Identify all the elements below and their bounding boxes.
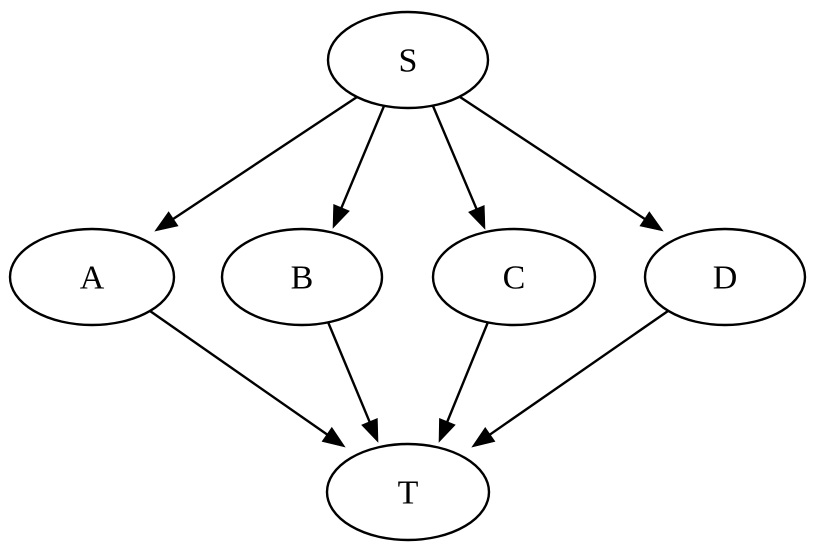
node-ellipse[interactable] [220, 227, 384, 327]
node-ellipse[interactable] [325, 442, 491, 542]
node-ellipse[interactable] [643, 227, 807, 327]
graph-node-b[interactable]: B [220, 227, 384, 327]
edge-s-to-d [459, 95, 664, 232]
node-ellipse[interactable] [8, 227, 176, 327]
node-label-c: C [503, 260, 526, 297]
nodes-layer: S A B C D T [8, 10, 807, 542]
edge-d-to-t [471, 310, 669, 448]
arrowhead-icon [468, 204, 486, 230]
edge-line [444, 321, 490, 427]
edge-line [431, 105, 480, 214]
edge-a-to-t [149, 310, 346, 448]
node-ellipse[interactable] [326, 10, 490, 110]
edge-line [149, 310, 332, 439]
node-ellipse[interactable] [431, 227, 597, 327]
edge-c-to-t [438, 321, 490, 443]
node-label-s: S [399, 43, 418, 80]
graph-node-s[interactable]: S [326, 10, 490, 110]
arrowhead-icon [639, 211, 664, 232]
edge-line [168, 96, 358, 223]
arrowhead-icon [471, 426, 496, 448]
arrowhead-icon [438, 417, 456, 443]
graph-node-d[interactable]: D [643, 227, 807, 327]
arrowhead-icon [361, 417, 379, 443]
edge-s-to-c [431, 105, 486, 230]
node-label-a: A [80, 260, 105, 297]
arrowhead-icon [154, 211, 179, 232]
graph-node-t[interactable]: T [325, 442, 491, 542]
arrowhead-icon [332, 203, 350, 229]
edge-s-to-b [332, 105, 386, 229]
arrowhead-icon [321, 426, 346, 448]
node-label-b: B [291, 260, 314, 297]
graph-node-c[interactable]: C [431, 227, 597, 327]
edges-layer [149, 95, 669, 448]
edge-line [326, 321, 373, 427]
node-label-d: D [713, 260, 738, 297]
edge-line [485, 310, 669, 439]
edge-line [338, 105, 386, 213]
edge-b-to-t [326, 321, 379, 443]
edge-s-to-a [154, 96, 358, 232]
edge-line [459, 95, 650, 223]
node-label-t: T [398, 475, 419, 512]
graph-node-a[interactable]: A [8, 227, 176, 327]
